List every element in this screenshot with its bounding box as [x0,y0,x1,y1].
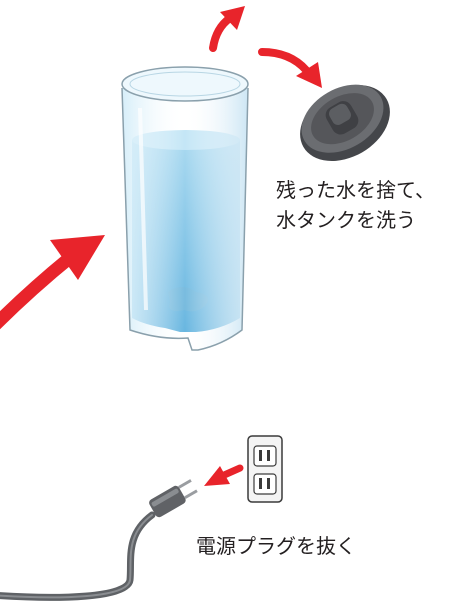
tank-instruction-text: 残った水を捨て、水タンクを洗う [276,175,435,235]
lift-arrow-icon [209,6,245,52]
plug-instruction-text: 電源プラグを抜く [196,534,356,558]
wall-outlet-icon [247,435,283,503]
water-tank-illustration [121,66,249,351]
unplug-arrow-icon [204,464,244,486]
tank-instruction-line-1: 残った水を捨て、 [276,178,435,202]
power-plug-illustration [0,479,198,601]
set-aside-arrow-icon [258,48,322,88]
tank-cap-illustration [300,84,390,161]
tank-instruction-line-2: 水タンクを洗う [276,208,416,232]
large-arrow-icon [0,235,105,330]
